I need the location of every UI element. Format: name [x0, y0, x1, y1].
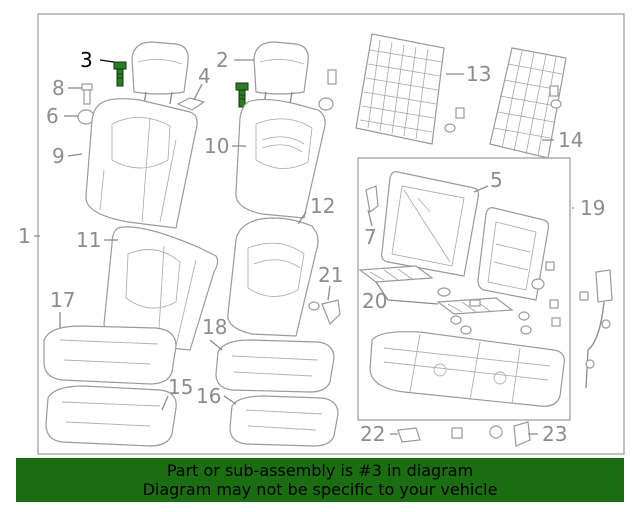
clip-part-21-washer	[308, 301, 320, 311]
bolt-part-8	[81, 83, 93, 105]
callout-23: 23	[542, 422, 567, 446]
trim-clip-part	[176, 97, 206, 111]
fastener-part	[550, 99, 562, 109]
callout-8: 8	[52, 76, 65, 100]
callout-16: 16	[196, 384, 221, 408]
callout-5: 5	[490, 168, 503, 192]
collar-part	[451, 427, 463, 439]
seat-belt-anchor	[579, 269, 613, 389]
fastener-part	[549, 85, 559, 97]
callout-15: 15	[168, 375, 193, 399]
seatback-cover-left	[85, 98, 198, 229]
callout-2: 2	[216, 48, 229, 72]
seatback-frame-left	[355, 33, 445, 145]
fastener-part	[444, 123, 456, 133]
cap-part-22	[397, 427, 421, 443]
callout-11: 11	[76, 228, 101, 252]
callout-14: 14	[558, 128, 583, 152]
sub-assembly-frame	[357, 157, 571, 421]
small-fasteners	[437, 261, 561, 335]
banner-line-part: Part or sub-assembly is #3 in diagram	[166, 461, 474, 480]
seat-cushion-pad-left	[45, 385, 177, 447]
seatback-cover-right	[235, 98, 326, 219]
latch-part	[365, 185, 379, 214]
headrest-right	[253, 41, 309, 105]
part-info-banner: Part or sub-assembly is #3 in diagram Di…	[16, 458, 624, 502]
washer-part	[489, 425, 503, 439]
callout-18: 18	[202, 315, 227, 339]
callout-12: 12	[310, 194, 335, 218]
seatback-frame-assembly-left	[381, 171, 480, 277]
fastener-part	[318, 97, 334, 111]
fastener-part	[455, 107, 465, 119]
seatback-frame-right	[489, 47, 567, 159]
highlighted-bolt-left	[113, 61, 127, 87]
seatback-pad-right	[227, 217, 319, 337]
callout-22: 22	[360, 422, 385, 446]
seat-cushion-pad-right	[229, 395, 339, 447]
callout-21: 21	[318, 263, 343, 287]
callout-labels: 1 2 3 4 5 6 7 8 9 10 11 12 13 14 15 16 1…	[18, 48, 605, 446]
banner-line-disclaimer: Diagram may not be specific to your vehi…	[142, 480, 498, 499]
seat-cushion-cover-left	[43, 325, 177, 385]
highlighted-bolt-right	[235, 82, 249, 108]
bracket-part-23	[513, 421, 531, 447]
callout-1: 1	[18, 224, 31, 248]
headrest-left	[131, 41, 189, 105]
seat-base-frame	[369, 331, 565, 407]
callout-19: 19	[580, 196, 605, 220]
callout-17: 17	[50, 288, 75, 312]
callout-6: 6	[46, 104, 59, 128]
leader-lines	[34, 59, 574, 435]
callout-20: 20	[362, 289, 387, 313]
seat-cushion-cover-right	[215, 339, 335, 393]
callout-10: 10	[204, 134, 229, 158]
callout-4: 4	[198, 64, 211, 88]
clip-part-21	[321, 299, 341, 326]
diagram-frame	[37, 13, 625, 455]
callout-3: 3	[80, 48, 93, 72]
callout-13: 13	[466, 62, 491, 86]
seatback-frame-assembly-right	[477, 207, 550, 301]
fastener-part	[327, 69, 337, 85]
callout-7: 7	[364, 225, 377, 249]
callout-9: 9	[52, 144, 65, 168]
